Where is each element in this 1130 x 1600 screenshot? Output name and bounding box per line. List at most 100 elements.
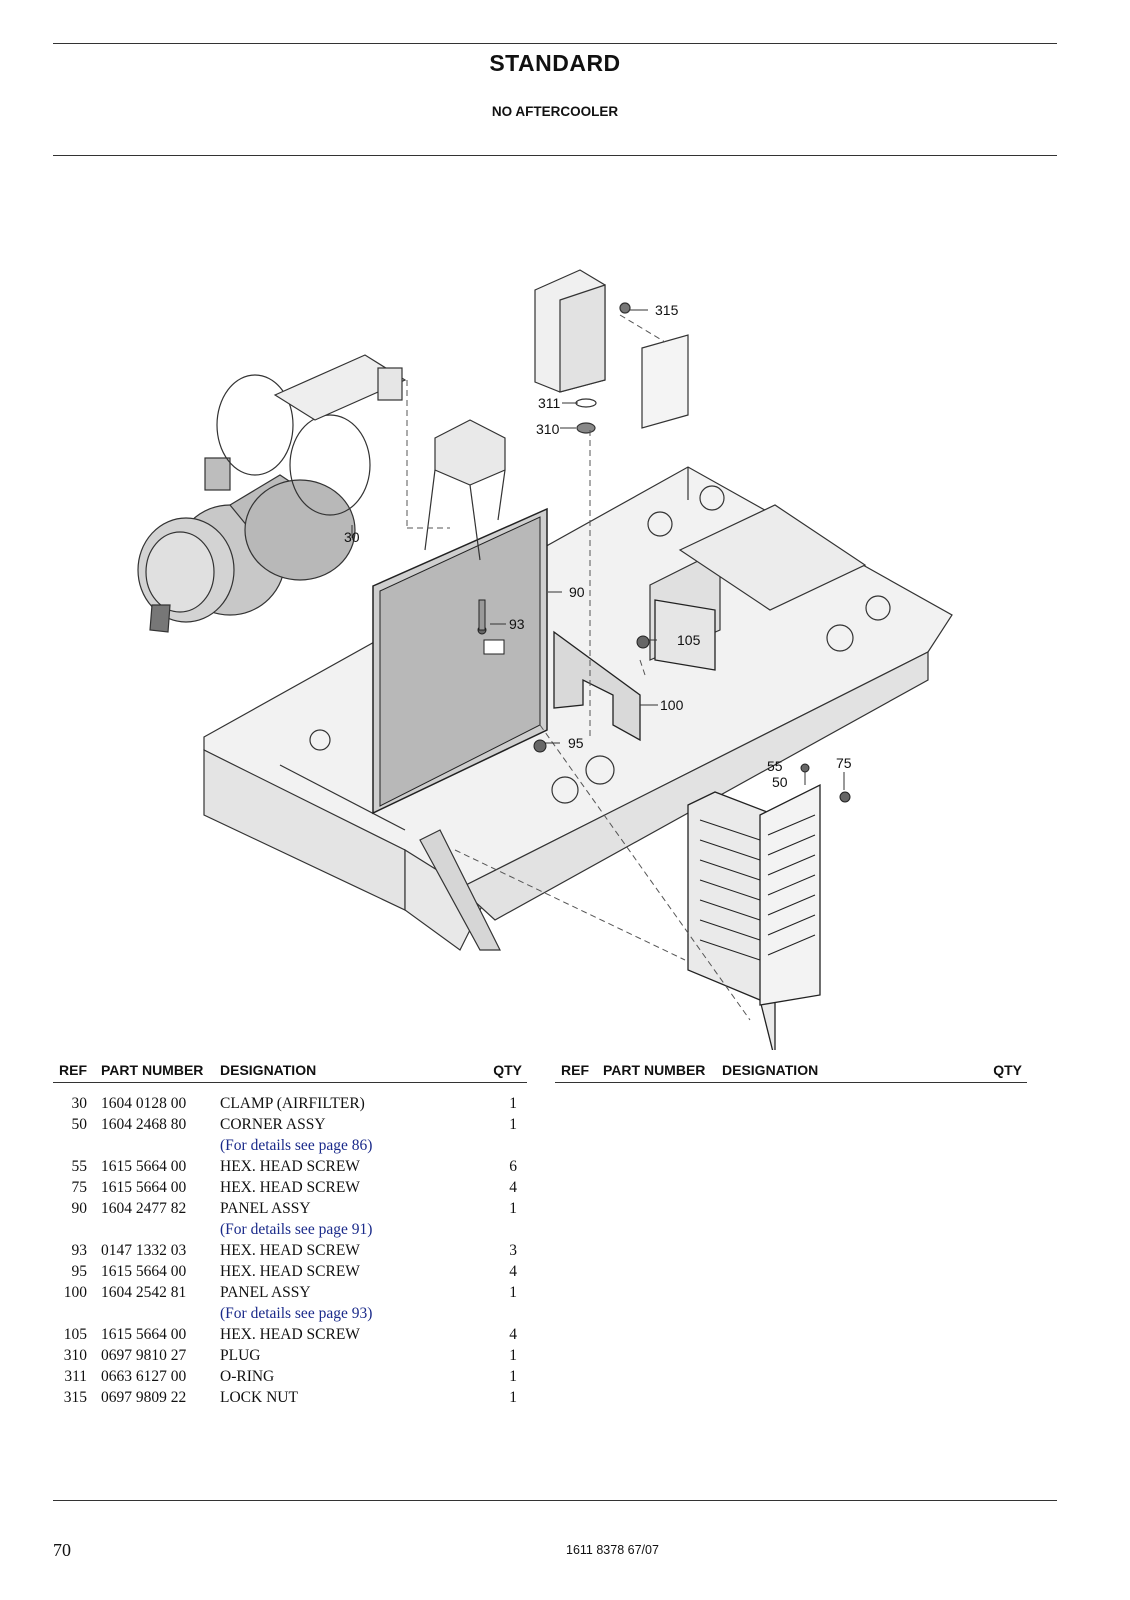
header-part-number: PART NUMBER xyxy=(603,1062,706,1078)
callout-30: 30 xyxy=(344,529,360,545)
cell-qty: 4 xyxy=(509,1326,517,1343)
cell-qty: 6 xyxy=(509,1158,517,1175)
cell-part-number: 0697 9809 22 xyxy=(101,1389,187,1406)
air-filter xyxy=(137,457,356,633)
cell-qty: 4 xyxy=(509,1263,517,1280)
callout-93: 93 xyxy=(509,616,525,632)
cell-qty: 1 xyxy=(509,1200,517,1217)
cell-designation: PANEL ASSY xyxy=(220,1200,311,1217)
cell-designation: (For details see page 91) xyxy=(220,1221,373,1238)
cell-qty: 1 xyxy=(509,1116,517,1133)
clamp-airfilter xyxy=(216,354,407,516)
table-row: 93 0147 1332 03 HEX. HEAD SCREW 3 xyxy=(53,1242,527,1263)
callout-315: 315 xyxy=(655,302,679,318)
document-number: 1611 8378 67/07 xyxy=(566,1543,659,1557)
cell-designation: CLAMP (AIRFILTER) xyxy=(220,1095,365,1112)
cell-qty: 4 xyxy=(509,1179,517,1196)
table-row: 55 1615 5664 00 HEX. HEAD SCREW 6 xyxy=(53,1158,527,1179)
table-row: 105 1615 5664 00 HEX. HEAD SCREW 4 xyxy=(53,1326,527,1347)
header-ref: REF xyxy=(561,1062,589,1078)
header-ref: REF xyxy=(59,1062,87,1078)
cell-qty: 1 xyxy=(509,1095,517,1112)
page-title: STANDARD xyxy=(489,50,621,76)
page-subtitle: NO AFTERCOOLER xyxy=(491,104,619,119)
cell-designation: PLUG xyxy=(220,1347,261,1364)
callouts: 315 311 310 30 90 93 105 100 95 55 50 75 xyxy=(344,302,852,790)
electric-box xyxy=(534,269,689,434)
header-qty: QTY xyxy=(493,1062,522,1078)
cell-ref: 90 xyxy=(71,1200,88,1217)
callout-75: 75 xyxy=(836,755,852,771)
header-part-number: PART NUMBER xyxy=(101,1062,204,1078)
table-row: 95 1615 5664 00 HEX. HEAD SCREW 4 xyxy=(53,1263,527,1284)
cell-designation: HEX. HEAD SCREW xyxy=(220,1179,360,1196)
cell-ref: 315 xyxy=(63,1389,87,1406)
exploded-parts-drawing: 315 311 310 30 90 93 105 100 95 55 50 75 xyxy=(137,269,953,1050)
cell-part-number: 1615 5664 00 xyxy=(101,1179,187,1196)
cell-part-number: 0147 1332 03 xyxy=(101,1242,187,1259)
cell-ref: 105 xyxy=(63,1326,87,1343)
cell-part-number: 1604 2477 82 xyxy=(101,1200,187,1217)
page-number: 70 xyxy=(53,1540,71,1560)
callout-310: 310 xyxy=(536,421,560,437)
cell-part-number: 1615 5664 00 xyxy=(101,1326,187,1343)
table-row: 100 1604 2542 81 PANEL ASSY 1 xyxy=(53,1284,527,1305)
callout-90: 90 xyxy=(569,584,585,600)
parts-table-right: REF PART NUMBER DESIGNATION QTY xyxy=(555,1060,1027,1083)
assembly-lines xyxy=(406,314,751,1021)
cell-designation: HEX. HEAD SCREW xyxy=(220,1158,360,1175)
cell-qty: 1 xyxy=(509,1347,517,1364)
cell-part-number: 1615 5664 00 xyxy=(101,1158,187,1175)
cell-ref: 50 xyxy=(71,1116,88,1133)
cell-ref: 30 xyxy=(71,1095,88,1112)
callout-95: 95 xyxy=(568,735,584,751)
cell-ref: 55 xyxy=(71,1158,88,1175)
table-row: 310 0697 9810 27 PLUG 1 xyxy=(53,1347,527,1368)
header-designation: DESIGNATION xyxy=(722,1062,819,1078)
table-header: REF PART NUMBER DESIGNATION QTY xyxy=(555,1060,1027,1083)
cell-designation: HEX. HEAD SCREW xyxy=(220,1263,360,1280)
cell-qty: 1 xyxy=(509,1284,517,1301)
header-designation: DESIGNATION xyxy=(220,1062,317,1078)
cell-designation: CORNER ASSY xyxy=(220,1116,326,1133)
cell-ref: 310 xyxy=(63,1347,87,1364)
table-row: (For details see page 93) xyxy=(53,1305,527,1326)
callout-311: 311 xyxy=(538,395,561,411)
cell-part-number: 1604 2468 80 xyxy=(101,1116,187,1133)
screws xyxy=(477,599,851,803)
table-row: 30 1604 0128 00 CLAMP (AIRFILTER) 1 xyxy=(53,1095,527,1116)
top-rule xyxy=(53,43,1057,44)
cell-ref: 95 xyxy=(71,1263,88,1280)
bracket xyxy=(424,419,506,561)
callout-105: 105 xyxy=(677,632,701,648)
cell-ref: 100 xyxy=(63,1284,87,1301)
cell-designation: (For details see page 93) xyxy=(220,1305,373,1322)
callout-100: 100 xyxy=(660,697,684,713)
cell-part-number: 1615 5664 00 xyxy=(101,1263,187,1280)
cell-designation: HEX. HEAD SCREW xyxy=(220,1242,360,1259)
cell-designation: (For details see page 86) xyxy=(220,1137,373,1154)
cell-part-number: 1604 2542 81 xyxy=(101,1284,187,1301)
header-qty: QTY xyxy=(993,1062,1022,1078)
header-rule xyxy=(53,155,1057,156)
table-row: (For details see page 91) xyxy=(53,1221,527,1242)
cell-part-number: 0663 6127 00 xyxy=(101,1368,187,1385)
corner-assy xyxy=(687,783,821,1050)
parts-rows: 30 1604 0128 00 CLAMP (AIRFILTER) 1 50 1604 2… xyxy=(53,1095,527,1410)
cell-ref: 75 xyxy=(71,1179,88,1196)
cell-designation: O-RING xyxy=(220,1368,275,1385)
parts-table-left: REF PART NUMBER DESIGNATION QTY 30 1604 0… xyxy=(53,1060,527,1410)
cell-designation: HEX. HEAD SCREW xyxy=(220,1326,360,1343)
cell-qty: 3 xyxy=(509,1242,517,1259)
cell-part-number: 0697 9810 27 xyxy=(101,1347,187,1364)
panel-assy-90 xyxy=(372,507,548,815)
cell-designation: LOCK NUT xyxy=(220,1389,298,1406)
cell-ref: 93 xyxy=(71,1242,88,1259)
footer-rule xyxy=(53,1500,1057,1501)
table-row: 90 1604 2477 82 PANEL ASSY 1 xyxy=(53,1200,527,1221)
cell-part-number: 1604 0128 00 xyxy=(101,1095,187,1112)
callout-55: 55 xyxy=(767,758,783,774)
cell-designation: PANEL ASSY xyxy=(220,1284,311,1301)
